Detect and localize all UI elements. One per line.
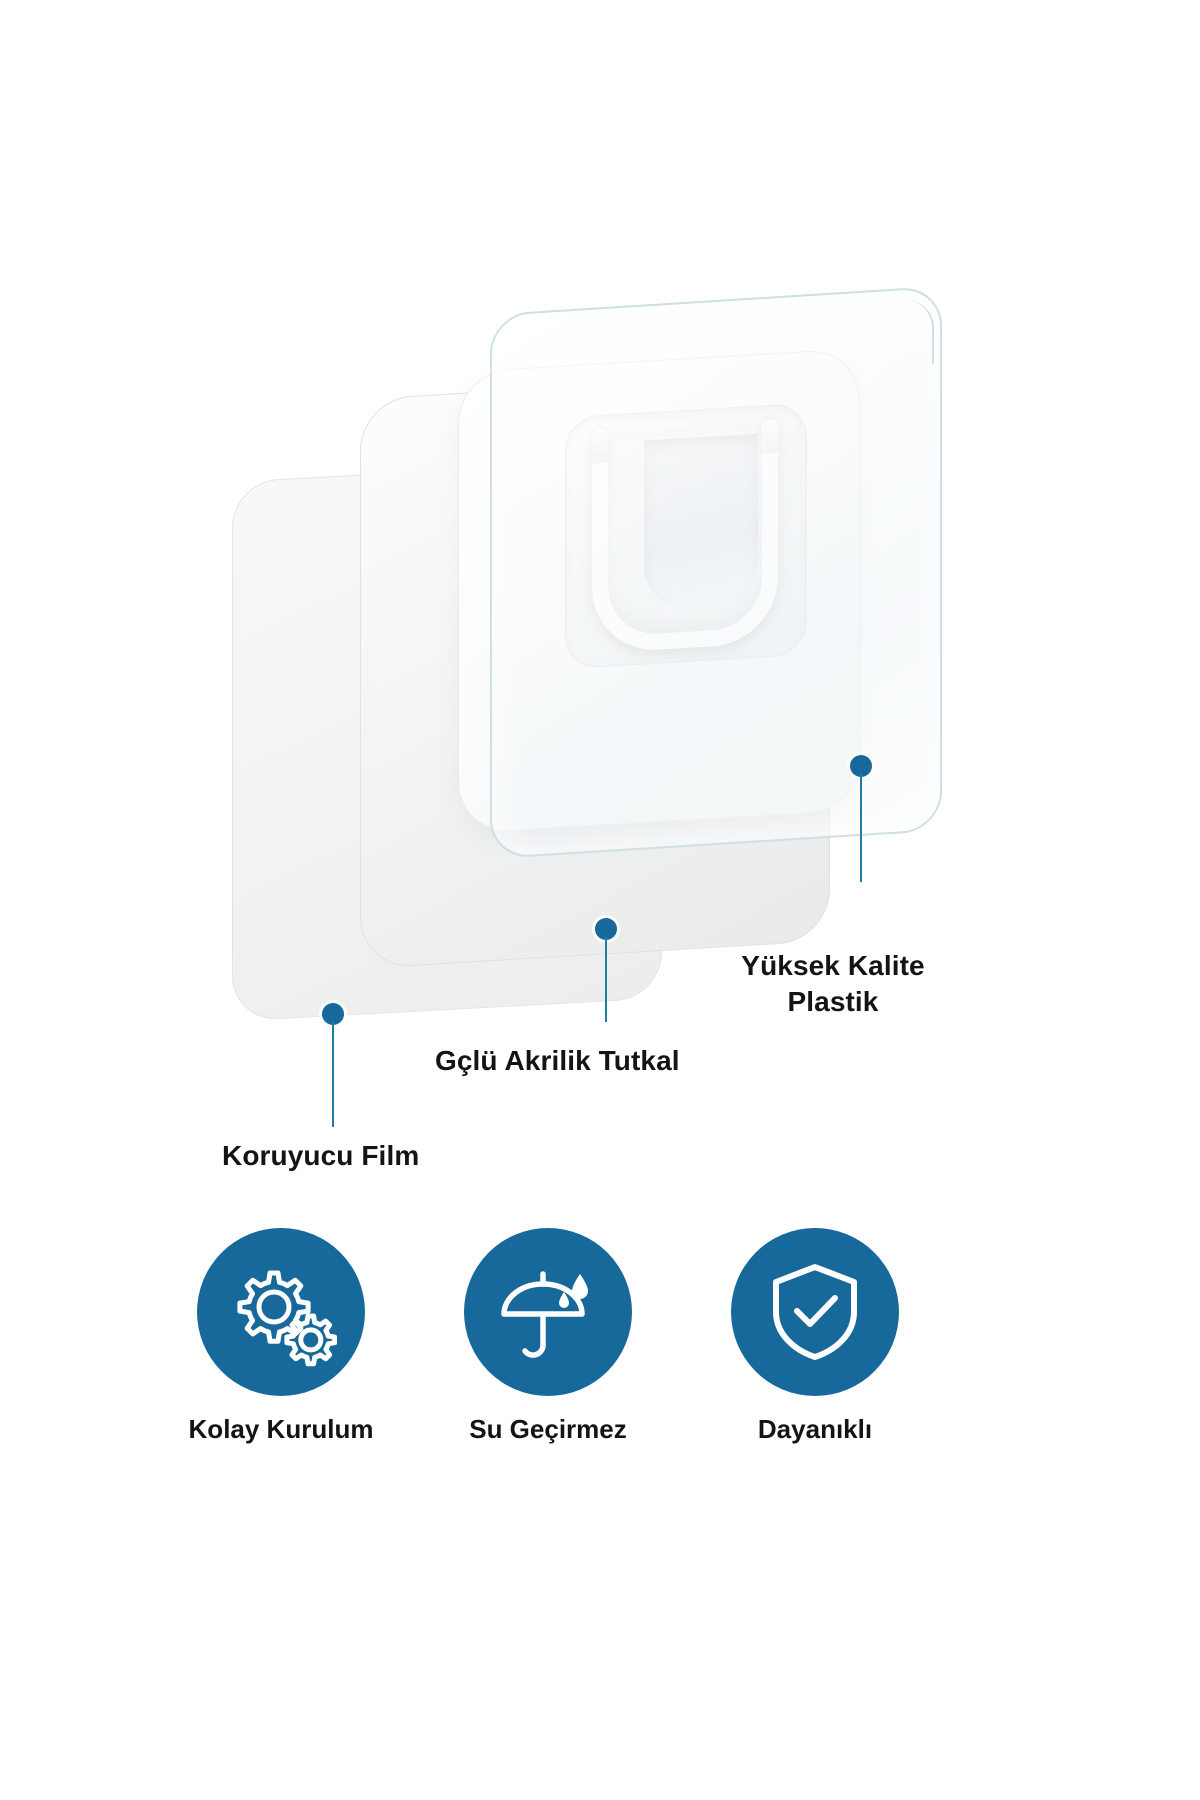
- callout-label-plastic-line1: Yüksek Kalite: [741, 950, 925, 981]
- feature-badge-easy-installation: [197, 1228, 365, 1396]
- callout-line-plastic: [860, 774, 862, 882]
- feature-waterproof: Su Geçirmez: [435, 1228, 661, 1445]
- callout-label-high-quality-plastic: Yüksek Kalite Plastik: [718, 948, 948, 1020]
- callout-line-glue: [605, 937, 607, 1022]
- feature-durable: Dayanıklı: [702, 1228, 928, 1445]
- callout-line-film: [332, 1022, 334, 1127]
- feature-label-easy-installation: Kolay Kurulum: [188, 1414, 374, 1444]
- callout-dot-glue: [595, 918, 617, 940]
- feature-label-waterproof: Su Geçirmez: [469, 1414, 627, 1444]
- callout-dot-plastic: [850, 755, 872, 777]
- umbrella-rain-icon: [494, 1258, 602, 1366]
- shield-check-icon: [761, 1258, 869, 1366]
- feature-badge-waterproof: [464, 1228, 632, 1396]
- feature-easy-installation: Kolay Kurulum: [168, 1228, 394, 1445]
- gears-icon: [225, 1256, 337, 1368]
- callout-label-acrylic-glue: Gçlü Akrilik Tutkal: [435, 1045, 680, 1076]
- high-quality-plastic-layer: [490, 285, 942, 860]
- callout-dot-film: [322, 1003, 344, 1025]
- product-illustration: Koruyucu Film Gçlü Akrilik Tutkal Yüksek…: [222, 285, 948, 1171]
- feature-label-durable: Dayanıklı: [757, 1414, 873, 1444]
- plastic-peel-corner: [898, 298, 934, 367]
- feature-strip: Kolay Kurulum Su Geçirmez: [168, 1228, 928, 1445]
- callout-label-plastic-line2: Plastik: [787, 985, 879, 1017]
- feature-badge-durable: [731, 1228, 899, 1396]
- callout-label-protective-film: Koruyucu Film: [222, 1140, 420, 1171]
